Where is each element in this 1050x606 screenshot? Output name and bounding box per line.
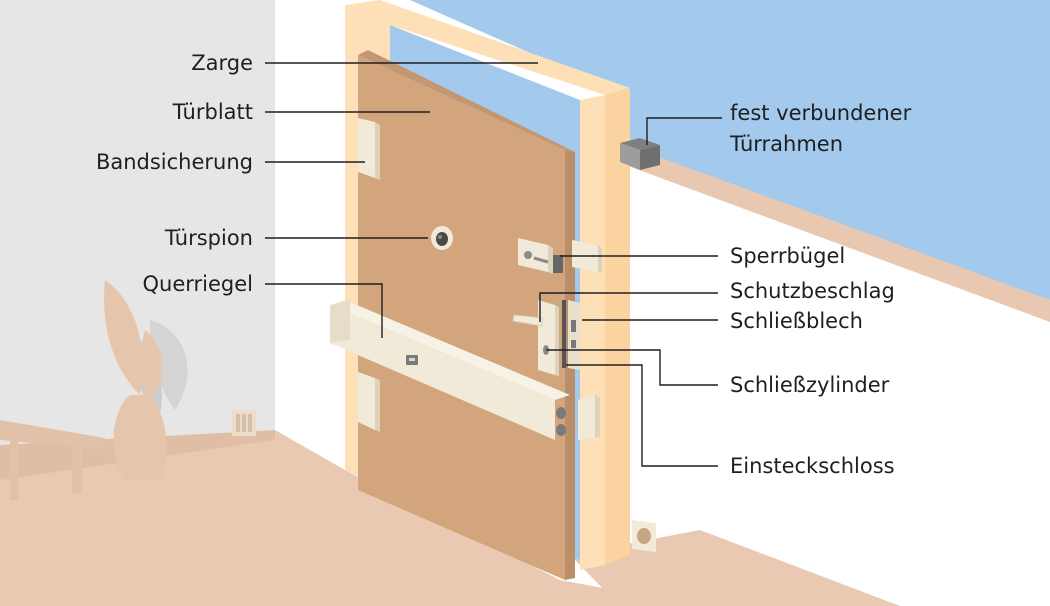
door-panel [358, 55, 565, 580]
strike-plate-body [568, 300, 580, 370]
peephole-glint [438, 235, 442, 239]
label-tuerblatt: Türblatt [172, 100, 253, 124]
hinge-guard-top [358, 118, 375, 178]
peephole [431, 226, 453, 250]
label-tuerrahmen-line1: fest verbundener [730, 101, 912, 125]
fitting-plate-side [555, 305, 559, 376]
security-fitting [512, 300, 559, 376]
latch-knob [524, 251, 532, 259]
plant-leaf [104, 280, 144, 395]
frame-block-top [620, 138, 660, 150]
lock-body [562, 300, 566, 368]
hinge-guard-top-side [375, 122, 380, 180]
frame-right-post [580, 95, 605, 570]
peephole-lens [436, 232, 448, 246]
leader-schutzbeschlag [539, 292, 718, 322]
room-decor [0, 280, 256, 500]
door-handle [512, 314, 543, 327]
frame-block-front [620, 143, 640, 170]
plant-leaf-grey [150, 320, 188, 410]
ceiling-edge [612, 140, 1050, 322]
door-top-edge [358, 50, 575, 152]
latch-base-side [548, 245, 553, 274]
label-bandsicherung: Bandsicherung [96, 150, 253, 174]
vase [113, 395, 167, 480]
plant-leaf [140, 330, 162, 400]
label-tuerrahmen-line2: Türrahmen [729, 132, 843, 156]
strike-slot [571, 320, 576, 332]
cross-bar-top [330, 300, 570, 400]
cross-bar-cylinder-slot [409, 358, 415, 361]
socket-slot [242, 414, 246, 432]
label-tuerspion: Türspion [164, 226, 253, 250]
frame-top-side [605, 88, 630, 565]
cross-bar-receiver [578, 395, 595, 440]
strike-plate [562, 300, 580, 370]
frame-top [345, 0, 630, 95]
strike-slot [571, 340, 576, 348]
label-schliessblech: Schließblech [730, 309, 863, 333]
label-sperrbuegel: Sperrbügel [730, 244, 845, 268]
label-schutzbeschlag: Schutzbeschlag [730, 279, 895, 303]
latch-receiver-side [598, 245, 602, 273]
cross-bar [330, 300, 600, 440]
cross-bar-receiver-side [595, 395, 600, 438]
latch-pin [553, 255, 563, 273]
table-leg [10, 440, 18, 500]
fixed-frame-block [620, 138, 660, 170]
latch-arm [533, 256, 549, 264]
label-zarge: Zarge [191, 51, 253, 75]
label-schliesszylinder: Schließzylinder [730, 373, 890, 397]
socket-slot [236, 414, 240, 432]
table-top [0, 420, 105, 450]
latch-base [518, 238, 548, 272]
cross-bar-end-left [330, 300, 350, 343]
hinge-guards [358, 118, 380, 432]
leader-querriegel [265, 283, 383, 338]
leader-einsteckschloss [566, 364, 718, 467]
leader-lines [265, 62, 722, 467]
outlet-hole [637, 528, 651, 544]
label-querriegel: Querriegel [143, 272, 254, 296]
labels: Zarge Türblatt Bandsicherung Türspion Qu… [96, 51, 912, 478]
sky-area [410, 0, 1050, 300]
frame-block-side [640, 145, 660, 170]
socket-slot [248, 414, 252, 432]
bolt-head [556, 407, 566, 419]
label-einsteckschloss: Einsteckschloss [730, 454, 895, 478]
leader-schliesszylinder [546, 349, 718, 386]
leader-tuerrahmen [646, 117, 722, 145]
hinge-guard-bottom-side [375, 378, 380, 432]
hinge-guard-bottom [358, 372, 375, 430]
bolt-head [556, 424, 566, 436]
floor [0, 430, 700, 606]
wall-outlet [632, 520, 656, 552]
cross-bar-front [330, 305, 555, 440]
table-leg [72, 448, 82, 494]
